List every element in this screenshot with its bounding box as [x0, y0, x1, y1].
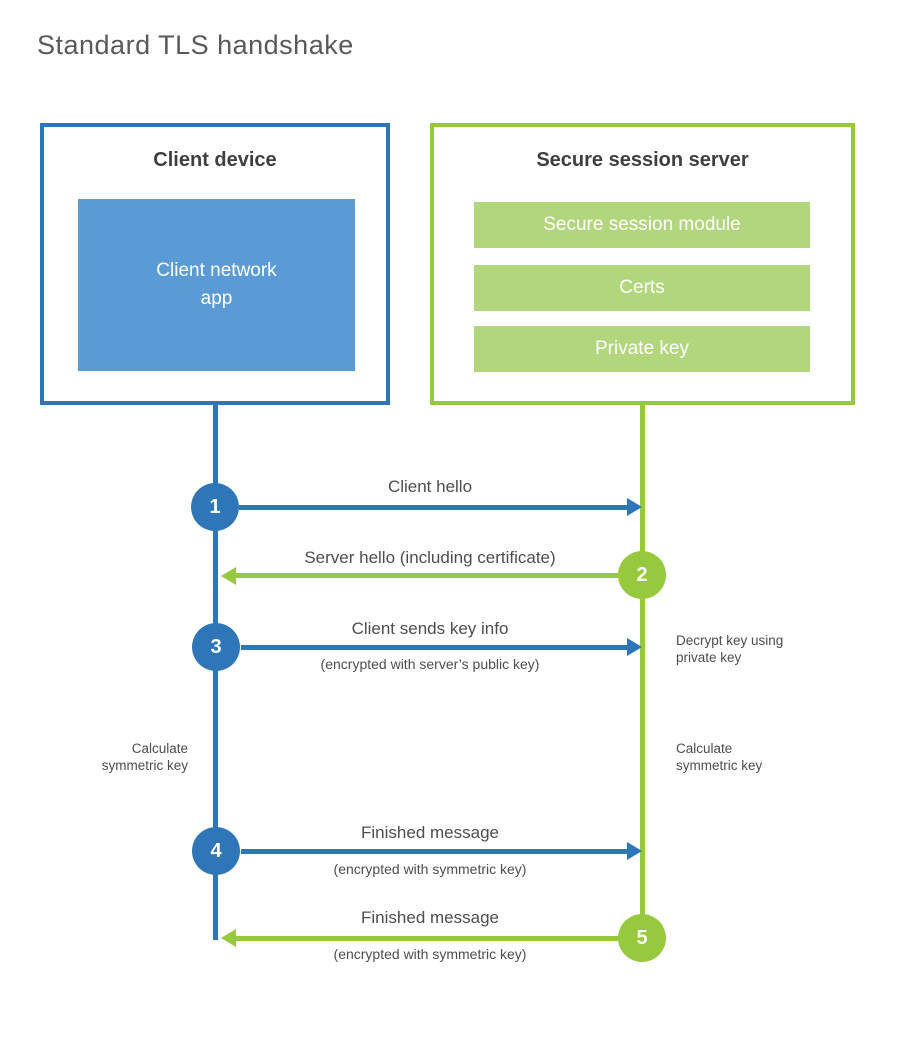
- step-4-arrowhead-icon: [627, 842, 642, 860]
- server-module-secure-session: Secure session module: [474, 202, 810, 248]
- client-module-label: Client network app: [156, 260, 277, 309]
- step-1-label: Client hello: [387, 477, 473, 496]
- step-4-badge: 4: [192, 827, 240, 875]
- client-network-app-module: Client network app: [78, 199, 355, 371]
- server-calculate-note: Calculate symmetric key: [676, 741, 763, 773]
- client-lifeline: [213, 405, 218, 940]
- step-5-badge: 5: [618, 914, 666, 962]
- decrypt-key-note: Decrypt key using private key: [676, 633, 784, 665]
- client-calculate-note: Calculate symmetric key: [101, 741, 188, 773]
- client-box-title: Client device: [153, 149, 277, 171]
- server-box-title: Secure session server: [536, 149, 749, 171]
- server-module-private-key: Private key: [474, 326, 810, 372]
- step-3-sublabel: (encrypted with server’s public key): [320, 656, 540, 672]
- step-1-arrowhead-icon: [627, 498, 642, 516]
- step-3-badge: 3: [192, 623, 240, 671]
- step-5-label: Finished message: [361, 908, 499, 927]
- step-3-arrowhead-icon: [627, 638, 642, 656]
- step-4-sublabel: (encrypted with symmetric key): [333, 861, 527, 877]
- step-4-label: Finished message: [361, 823, 499, 842]
- server-module-certs: Certs: [474, 265, 810, 311]
- step-4-arrow: [241, 849, 627, 854]
- step-5-arrow: [236, 936, 620, 941]
- step-2-badge: 2: [618, 551, 666, 599]
- step-2-label: Server hello (including certificate): [304, 548, 556, 567]
- step-3-label: Client sends key info: [351, 619, 509, 638]
- step-2-arrow: [236, 573, 620, 578]
- client-device-box: Client device Client network app: [40, 123, 390, 405]
- step-2-arrowhead-icon: [221, 567, 236, 585]
- step-3-arrow: [241, 645, 627, 650]
- step-1-arrow: [239, 505, 627, 510]
- secure-session-server-box: Secure session server Secure session mod…: [430, 123, 855, 405]
- step-1-badge: 1: [191, 483, 239, 531]
- page-title: Standard TLS handshake: [37, 30, 354, 60]
- server-lifeline: [640, 405, 645, 938]
- step-5-sublabel: (encrypted with symmetric key): [333, 946, 527, 962]
- step-5-arrowhead-icon: [221, 929, 236, 947]
